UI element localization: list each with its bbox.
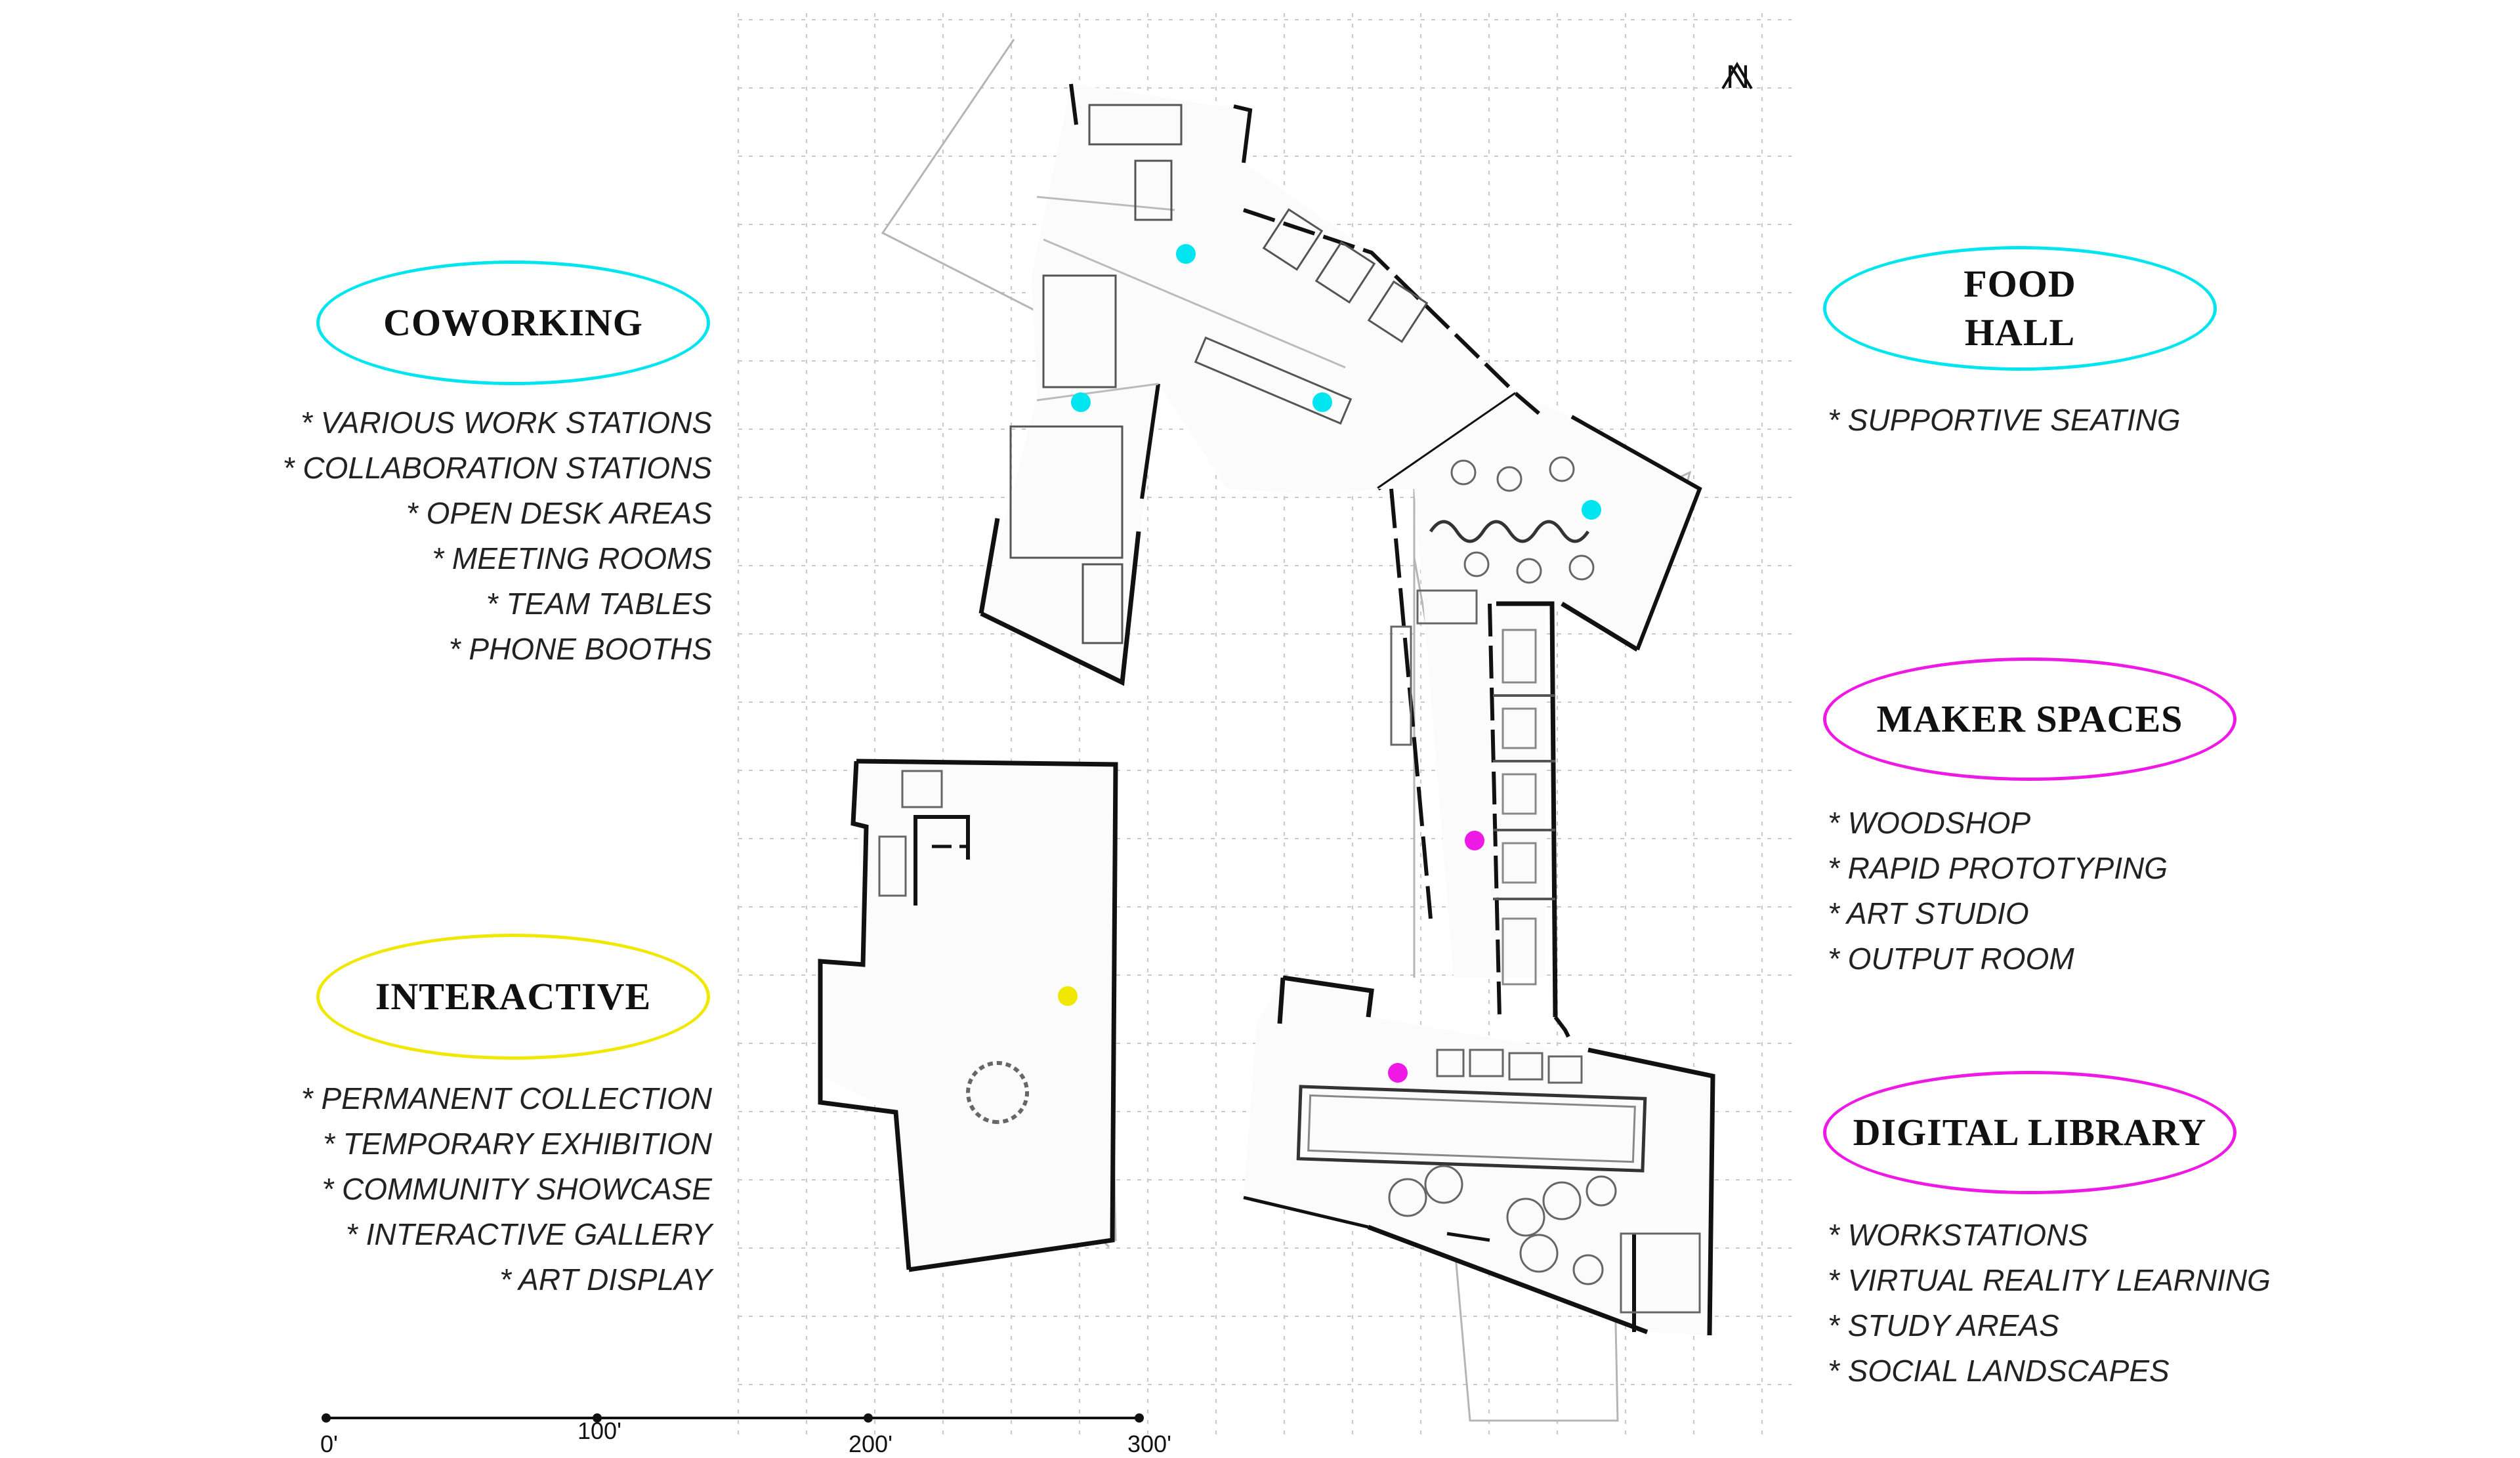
- scale-tick-300: 300': [1127, 1430, 1171, 1457]
- maker-spaces-item: * OUTPUT ROOM: [1828, 942, 2074, 976]
- coworking-marker: [1176, 244, 1196, 264]
- digital-library-list: * WORKSTATIONS * VIRTUAL REALITY LEARNIN…: [1828, 1213, 2418, 1394]
- digital-library-item: * VIRTUAL REALITY LEARNING: [1828, 1263, 2271, 1297]
- coworking-item: * MEETING ROOMS: [432, 541, 712, 575]
- digital-library-title: DIGITAL LIBRARY: [1853, 1111, 2207, 1154]
- interactive-oval: INTERACTIVE: [316, 934, 710, 1060]
- coworking-item: * PHONE BOOTHS: [448, 632, 712, 666]
- scale-bar: [322, 1413, 1144, 1423]
- interactive-item: * INTERACTIVE GALLERY: [345, 1217, 712, 1251]
- food-hall-title-line2: HALL: [1964, 311, 2076, 354]
- coworking-item: * VARIOUS WORK STATIONS: [300, 406, 712, 440]
- food-hall-item: * SUPPORTIVE SEATING: [1828, 403, 2181, 437]
- coworking-item: * OPEN DESK AREAS: [406, 496, 712, 530]
- food-hall-marker: [1582, 500, 1601, 520]
- food-hall-oval: FOOD HALL: [1823, 246, 2217, 371]
- scale-tick-100: 100': [578, 1417, 621, 1444]
- food-hall-wing: [1378, 392, 1702, 978]
- zone-markers: [1058, 244, 1601, 1083]
- digital-library-item: * SOCIAL LANDSCAPES: [1828, 1354, 2170, 1388]
- interactive-title: INTERACTIVE: [375, 975, 652, 1018]
- maker-spaces-title: MAKER SPACES: [1876, 698, 2183, 740]
- coworking-oval: COWORKING: [316, 260, 710, 385]
- interactive-item: * PERMANENT COLLECTION: [301, 1081, 712, 1115]
- north-arrow-icon: [1721, 62, 1753, 90]
- maker-spaces-oval: MAKER SPACES: [1823, 657, 2236, 781]
- interactive-marker: [1058, 986, 1078, 1006]
- coworking-list: * VARIOUS WORK STATIONS * COLLABORATION …: [197, 400, 712, 672]
- food-hall-list: * SUPPORTIVE SEATING: [1828, 398, 2418, 443]
- scale-tick-0: 0': [320, 1430, 338, 1457]
- digital-library-item: * WORKSTATIONS: [1828, 1218, 2088, 1252]
- digital-library-marker: [1388, 1063, 1408, 1083]
- coworking-title: COWORKING: [383, 301, 643, 344]
- maker-spaces-wing: [1390, 601, 1558, 1018]
- maker-spaces-item: * ART STUDIO: [1828, 896, 2029, 930]
- digital-library-oval: DIGITAL LIBRARY: [1823, 1071, 2236, 1194]
- maker-spaces-item: * WOODSHOP: [1828, 806, 2031, 840]
- maker-spaces-item: * RAPID PROTOTYPING: [1828, 851, 2168, 885]
- food-hall-title-line1: FOOD: [1964, 262, 2076, 305]
- coworking-item: * COLLABORATION STATIONS: [282, 451, 712, 485]
- digital-library-wing: [1243, 975, 1715, 1336]
- coworking-marker: [1312, 392, 1332, 412]
- interactive-list: * PERMANENT COLLECTION * TEMPORARY EXHIB…: [197, 1076, 712, 1302]
- interactive-item: * COMMUNITY SHOWCASE: [322, 1172, 712, 1206]
- digital-library-item: * STUDY AREAS: [1828, 1308, 2059, 1343]
- north-label: N: [1725, 58, 1750, 95]
- interactive-item: * ART DISPLAY: [499, 1262, 712, 1297]
- interactive-gallery-wing: [818, 759, 1118, 1272]
- scale-tick-200: 200': [849, 1430, 892, 1457]
- interactive-item: * TEMPORARY EXHIBITION: [323, 1127, 712, 1161]
- coworking-marker: [1071, 392, 1091, 412]
- coworking-item: * TEAM TABLES: [486, 587, 712, 621]
- maker-spaces-marker: [1465, 831, 1484, 850]
- maker-spaces-list: * WOODSHOP * RAPID PROTOTYPING * ART STU…: [1828, 801, 2418, 982]
